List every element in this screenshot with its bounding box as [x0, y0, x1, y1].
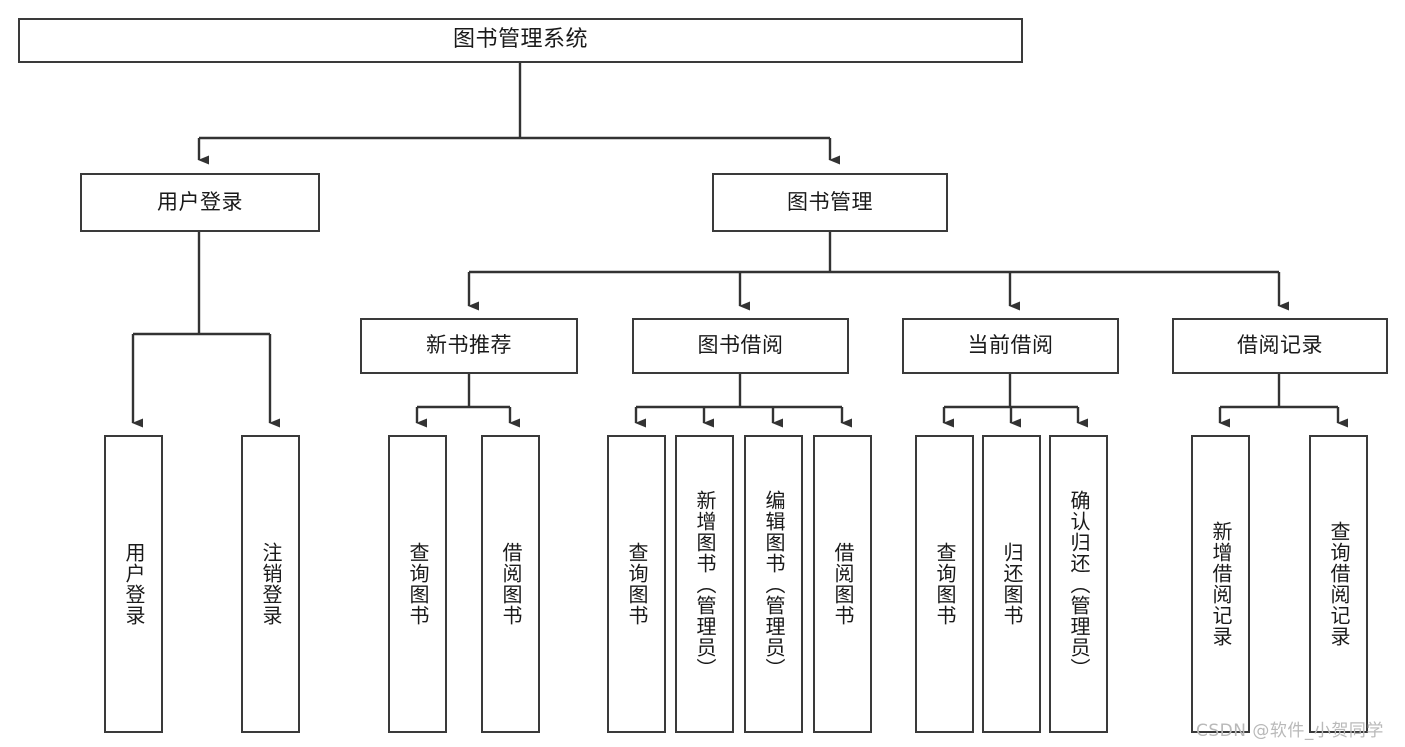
leaf-new-book-query[interactable]: 查询图书	[388, 435, 447, 733]
leaf-book-borrow-add-admin[interactable]: 新增图书（管理员）	[675, 435, 734, 733]
leaf-user-login-login[interactable]: 用户登录	[104, 435, 163, 733]
node-book-borrow[interactable]: 图书借阅	[632, 318, 849, 374]
node-new-book-recommend[interactable]: 新书推荐	[360, 318, 578, 374]
node-root-system[interactable]: 图书管理系统	[18, 18, 1023, 63]
leaf-book-borrow-borrow[interactable]: 借阅图书	[813, 435, 872, 733]
csdn-watermark: CSDN @软件_小贺同学	[1196, 721, 1384, 741]
leaf-current-borrow-query[interactable]: 查询图书	[915, 435, 974, 733]
leaf-user-login-logout[interactable]: 注销登录	[241, 435, 300, 733]
node-book-management[interactable]: 图书管理	[712, 173, 948, 232]
node-borrow-record[interactable]: 借阅记录	[1172, 318, 1388, 374]
leaf-current-borrow-return[interactable]: 归还图书	[982, 435, 1041, 733]
leaf-current-borrow-confirm-admin[interactable]: 确认归还（管理员）	[1049, 435, 1108, 733]
leaf-borrow-record-add[interactable]: 新增借阅记录	[1191, 435, 1250, 733]
leaf-book-borrow-edit-admin[interactable]: 编辑图书（管理员）	[744, 435, 803, 733]
leaf-new-book-borrow[interactable]: 借阅图书	[481, 435, 540, 733]
node-current-borrow[interactable]: 当前借阅	[902, 318, 1119, 374]
node-user-login[interactable]: 用户登录	[80, 173, 320, 232]
leaf-book-borrow-query[interactable]: 查询图书	[607, 435, 666, 733]
leaf-borrow-record-query[interactable]: 查询借阅记录	[1309, 435, 1368, 733]
